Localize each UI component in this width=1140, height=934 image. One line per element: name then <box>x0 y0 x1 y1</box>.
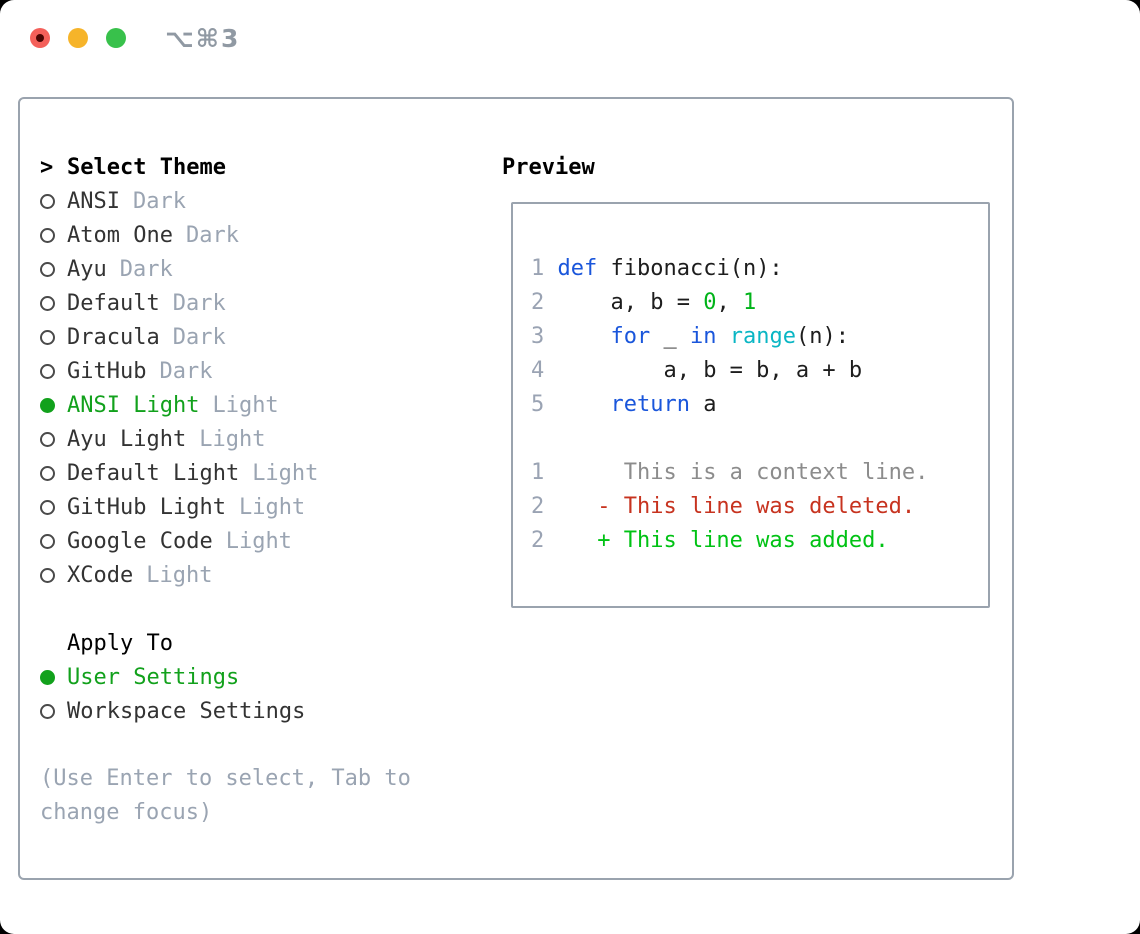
window-titlebar: ⌥⌘3 <box>0 0 1140 70</box>
radio-icon <box>40 431 55 447</box>
theme-list-title: Select Theme <box>67 154 226 180</box>
window-title: ⌥⌘3 <box>165 24 241 53</box>
theme-picker: > Select Theme ANSI Dark Atom One Dark A… <box>40 150 485 830</box>
theme-list-header: > Select Theme <box>40 150 485 184</box>
theme-option-ansi-dark[interactable]: ANSI Dark <box>40 184 485 218</box>
theme-option-default-dark[interactable]: Default Dark <box>40 286 485 320</box>
radio-icon <box>40 295 55 311</box>
theme-option-atom-one-dark[interactable]: Atom One Dark <box>40 218 485 252</box>
close-button[interactable] <box>30 28 50 48</box>
radio-icon <box>40 533 55 549</box>
radio-selected-icon <box>40 669 55 685</box>
code-line-4: 4 a, b = b, a + b <box>531 358 863 383</box>
theme-option-dracula-dark[interactable]: Dracula Dark <box>40 320 485 354</box>
apply-to-header: Apply To <box>40 626 485 660</box>
radio-icon <box>40 567 55 583</box>
theme-option-google-code[interactable]: Google Code Light <box>40 524 485 558</box>
theme-option-default-light[interactable]: Default Light Light <box>40 456 485 490</box>
code-line-5: 5 return a <box>531 392 717 417</box>
diff-added-line: 2 + This line was added. <box>531 528 889 553</box>
radio-icon <box>40 227 55 243</box>
theme-option-ansi-light[interactable]: ANSI Light Light <box>40 388 485 422</box>
apply-to-title: Apply To <box>67 630 173 656</box>
radio-icon <box>40 465 55 481</box>
help-text: (Use Enter to select, Tab to change focu… <box>40 766 411 825</box>
diff-deleted-line: 2 - This line was deleted. <box>531 494 916 519</box>
radio-icon <box>40 499 55 515</box>
apply-option-workspace-settings[interactable]: Workspace Settings <box>40 694 485 728</box>
theme-option-github-light[interactable]: GitHub Light Light <box>40 490 485 524</box>
diff-context-line: 1 This is a context line. <box>531 460 929 485</box>
code-line-3: 3 for _ in range(n): <box>531 324 849 349</box>
radio-icon <box>40 193 55 209</box>
theme-option-github-dark[interactable]: GitHub Dark <box>40 354 485 388</box>
code-line-2: 2 a, b = 0, 1 <box>531 290 757 315</box>
minimize-button[interactable] <box>68 28 88 48</box>
radio-icon <box>40 261 55 277</box>
code-preview: 1 def fibonacci(n): 2 a, b = 0, 1 3 for … <box>511 202 990 608</box>
zoom-button[interactable] <box>106 28 126 48</box>
theme-option-ayu-dark[interactable]: Ayu Dark <box>40 252 485 286</box>
theme-option-ayu-light[interactable]: Ayu Light Light <box>40 422 485 456</box>
radio-selected-icon <box>40 397 55 413</box>
radio-icon <box>40 703 55 719</box>
apply-option-user-settings[interactable]: User Settings <box>40 660 485 694</box>
code-blank-line <box>531 422 988 456</box>
radio-icon <box>40 363 55 379</box>
main-panel: > Select Theme ANSI Dark Atom One Dark A… <box>18 97 1014 880</box>
focus-caret-icon: > <box>40 154 54 180</box>
preview-title: Preview <box>502 154 595 180</box>
theme-option-xcode[interactable]: XCode Light <box>40 558 485 592</box>
radio-icon <box>40 329 55 345</box>
close-dot-icon <box>36 34 44 42</box>
code-line-1: 1 def fibonacci(n): <box>531 256 783 281</box>
